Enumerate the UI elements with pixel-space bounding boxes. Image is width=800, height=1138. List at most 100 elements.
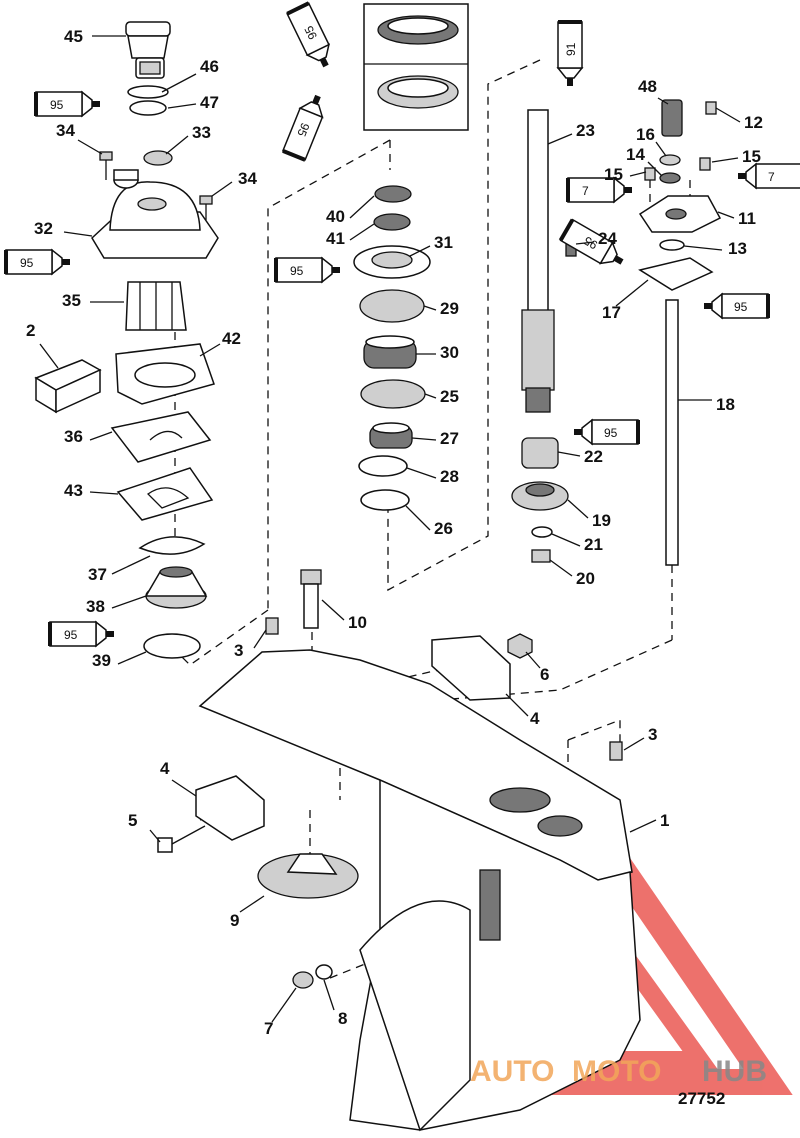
leader-line (717, 211, 735, 219)
tube-label: 95 (294, 121, 312, 139)
callout-25: 25 (440, 387, 459, 406)
part-30-bearing (363, 335, 417, 369)
callout-32: 32 (34, 219, 53, 238)
callout-38: 38 (86, 597, 105, 616)
figure-number: 27752 (678, 1089, 725, 1108)
callout-10: 10 (348, 613, 367, 632)
sealant-tube: 95 (286, 1, 330, 68)
tube-label: 95 (64, 628, 78, 642)
tube-label: 95 (20, 256, 34, 270)
leader-line (405, 505, 431, 531)
sealant-tube: 95 (274, 256, 340, 284)
leader-line (111, 595, 147, 609)
leader-line (657, 97, 669, 105)
callout-18: 18 (716, 395, 735, 414)
part-25-cup (360, 379, 426, 409)
part-32-pump-housing (91, 169, 219, 259)
callout-17: 17 (602, 303, 621, 322)
part-3-dowel-b (609, 741, 623, 761)
part-31-retainer (353, 245, 431, 279)
callout-27: 27 (440, 429, 459, 448)
tube-label: 7 (768, 170, 775, 184)
leader-line (629, 819, 657, 833)
driveshaft-group (511, 99, 722, 566)
part-36-face-plate (110, 411, 212, 463)
leader-line (423, 305, 437, 311)
part-8-washer (315, 964, 333, 980)
part-16-seal (659, 154, 681, 166)
leader-line (409, 245, 431, 257)
callout-19: 19 (592, 511, 611, 530)
leader-line (406, 467, 437, 479)
leader-line (253, 629, 267, 649)
part-18-shift-shaft (665, 299, 679, 566)
part-14-ring (659, 172, 681, 184)
part-34-screw-a (99, 151, 113, 180)
leader-line (655, 141, 667, 157)
leader-line (547, 133, 573, 145)
part-47-o-ring (129, 100, 167, 116)
callout-39: 39 (92, 651, 111, 670)
callout-2: 2 (26, 321, 35, 340)
leader-line (505, 693, 529, 717)
part-26-shim (360, 489, 410, 511)
callout-3: 3 (234, 641, 243, 660)
callout-9: 9 (230, 911, 239, 930)
callout-11: 11 (738, 209, 756, 228)
leader-line (623, 737, 645, 751)
callout-3: 3 (648, 725, 657, 744)
leader-line (711, 157, 739, 163)
callout-35: 35 (62, 291, 81, 310)
leader-line (161, 73, 197, 93)
part-17-gasket (638, 257, 714, 291)
leader-line (171, 779, 197, 797)
callout-7: 7 (264, 1019, 273, 1038)
leader-line (629, 171, 647, 177)
part-11-shift-cover (638, 195, 722, 233)
part-28-race (358, 455, 408, 477)
part-9-trim-tab (257, 853, 359, 899)
callout-22: 22 (584, 447, 603, 466)
leader-line (167, 103, 197, 109)
callout-42: 42 (222, 329, 241, 348)
callout-13: 13 (728, 239, 747, 258)
leader-line (239, 895, 265, 913)
sealant-tube: 95 (281, 94, 324, 162)
sealant-tube: 95 (48, 620, 114, 648)
sealant-tube: 7 (738, 162, 800, 190)
sealant-tube: 91 (556, 20, 584, 86)
leader-line (39, 343, 59, 369)
leader-line (321, 599, 345, 621)
callout-41: 41 (326, 229, 345, 248)
callout-20: 20 (576, 569, 595, 588)
part-22-bearing (521, 437, 559, 469)
leader-line (557, 451, 581, 457)
leader-line (683, 245, 723, 251)
part-10-bolt (300, 569, 322, 629)
callout-47: 47 (200, 93, 219, 112)
leader-line (567, 499, 589, 519)
tube-label: 95 (50, 98, 64, 112)
part-34-screw-b (199, 195, 213, 220)
sealant-tube: 95 (558, 218, 624, 265)
part-33-grommet (143, 150, 173, 166)
sealant-tube: 95 (704, 292, 770, 320)
sealant-tube: 95 (574, 418, 640, 446)
part-29-cup (359, 289, 425, 323)
part-39-o-ring (143, 633, 201, 659)
watermark-text-hub: HUB (702, 1055, 767, 1088)
callout-43: 43 (64, 481, 83, 500)
tube-label: 91 (564, 42, 578, 56)
callout-31: 31 (434, 233, 453, 252)
watermark-text-auto: AUTO (470, 1055, 554, 1088)
callout-30: 30 (440, 343, 459, 362)
part-38-carrier (144, 566, 208, 609)
tube-label: 7 (582, 184, 589, 198)
callout-23: 23 (576, 121, 595, 140)
leader-line (647, 161, 663, 177)
tube-label: 95 (734, 300, 748, 314)
leader-line (715, 107, 741, 123)
callout-36: 36 (64, 427, 83, 446)
callout-16: 16 (636, 125, 655, 144)
callout-leaders (39, 35, 741, 1023)
